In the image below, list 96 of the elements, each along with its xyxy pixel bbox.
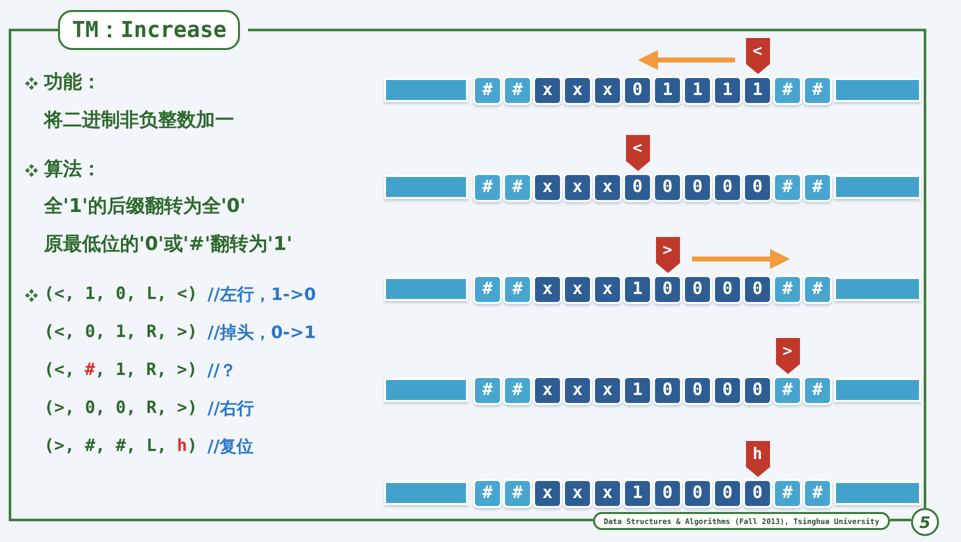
text-line: 将二进制非负整数加一 — [44, 108, 234, 133]
tape-cell: 1 — [685, 78, 710, 102]
code-text: ) — [187, 436, 198, 456]
tape-cell: 0 — [745, 276, 770, 302]
head-marker: > — [776, 338, 800, 374]
tape-cell: # — [775, 480, 800, 506]
tape-cell: 0 — [655, 276, 680, 302]
tape-cell: x — [565, 276, 590, 302]
tape-cell: 0 — [625, 78, 650, 102]
tape-cell: x — [595, 480, 620, 506]
code-comment: //？ — [207, 360, 237, 382]
tape-cell: 0 — [715, 480, 740, 506]
tape-cell: 0 — [625, 174, 650, 200]
tape-cell: # — [775, 174, 800, 200]
tape-cell: # — [505, 276, 530, 302]
title-badge: TM：Increase — [58, 10, 240, 50]
tape-end-bar — [386, 279, 466, 299]
tape-end-bar — [836, 380, 919, 400]
tape-cell: 1 — [625, 276, 650, 302]
text-line: 原最低位的'0'或'#'翻转为'1' — [44, 232, 292, 257]
head-marker: > — [656, 237, 680, 273]
tape-end-bar — [386, 177, 466, 197]
tape-cell: 1 — [745, 78, 770, 102]
tape-cell: # — [805, 378, 830, 402]
tape-cell: x — [595, 378, 620, 402]
tape-end-bar — [836, 80, 919, 100]
code-text: (<, 1, 0, L, <) — [44, 284, 198, 304]
tape-cell: 0 — [745, 480, 770, 506]
text-line: 算法： — [44, 157, 101, 182]
tape-cell: 1 — [715, 78, 740, 102]
tape-cell: # — [505, 480, 530, 506]
tape-cell: 0 — [685, 276, 710, 302]
tape-cell: # — [505, 174, 530, 200]
tape-end-bar — [386, 483, 466, 503]
tape-cell: # — [475, 276, 500, 302]
tape-cell: x — [535, 276, 560, 302]
tape-cell: x — [535, 78, 560, 102]
tape-cell: # — [475, 480, 500, 506]
tape-cell: x — [535, 480, 560, 506]
tape-cell: 0 — [715, 378, 740, 402]
tape-cell: x — [565, 480, 590, 506]
tape-cell: 1 — [625, 378, 650, 402]
code-comment: //左行，1->0 — [208, 284, 316, 306]
tape-cell: x — [595, 78, 620, 102]
tape-end-bar — [386, 80, 466, 100]
tape-cell: 0 — [745, 378, 770, 402]
tape-cell: # — [805, 174, 830, 200]
code-comment: //掉头，0->1 — [208, 322, 316, 344]
tape-cell: 0 — [685, 378, 710, 402]
tape-cell: # — [505, 378, 530, 402]
tape-cell: x — [595, 174, 620, 200]
tape-cell: 0 — [655, 480, 680, 506]
code-text: (>, #, #, L, — [44, 436, 167, 456]
tape-cell: # — [805, 276, 830, 302]
tape-cell: # — [775, 78, 800, 102]
tape-cell: # — [475, 378, 500, 402]
code-text: (>, 0, 0, R, >) — [44, 398, 198, 418]
tape-cell: # — [775, 378, 800, 402]
tape-cell: 0 — [655, 174, 680, 200]
text-line: 功能： — [44, 70, 101, 95]
tape-cell: x — [565, 378, 590, 402]
tape-cell: 0 — [715, 276, 740, 302]
code-text: , 1, R, >) — [94, 360, 198, 380]
tape-cell: x — [535, 174, 560, 200]
code-text: (<, 0, 1, R, >) — [44, 322, 198, 342]
code-text: h — [176, 436, 188, 456]
tape-cell: 0 — [715, 174, 740, 200]
tape-end-bar — [836, 177, 919, 197]
tape-cell: x — [535, 378, 560, 402]
tape-cell: # — [805, 78, 830, 102]
tape-end-bar — [386, 380, 466, 400]
code-comment: //右行 — [208, 398, 254, 420]
tape-cell: # — [505, 78, 530, 102]
tape-end-bar — [836, 279, 919, 299]
tape-cell: 1 — [625, 480, 650, 506]
code-comment: //复位 — [207, 436, 254, 458]
tape-cell: 0 — [685, 174, 710, 200]
head-marker: h — [746, 441, 770, 477]
tape-cell: x — [595, 276, 620, 302]
tape-cell: x — [565, 174, 590, 200]
code-text: (<, — [44, 360, 75, 380]
code-text: # — [84, 360, 95, 380]
tape-cell: 0 — [745, 174, 770, 200]
tape-end-bar — [836, 483, 919, 503]
tape-cell: # — [805, 480, 830, 506]
page-number: 5 — [911, 508, 939, 536]
tape-cell: 1 — [655, 78, 680, 102]
tape-cell: 0 — [685, 480, 710, 506]
text-line: 全'1'的后缀翻转为全'0' — [44, 194, 246, 219]
head-marker: < — [746, 38, 770, 74]
tape-cell: x — [565, 78, 590, 102]
tape-cell: # — [475, 78, 500, 102]
tape-cell: # — [775, 276, 800, 302]
head-marker: < — [626, 135, 650, 171]
tape-cell: # — [475, 174, 500, 200]
tape-cell: 0 — [655, 378, 680, 402]
